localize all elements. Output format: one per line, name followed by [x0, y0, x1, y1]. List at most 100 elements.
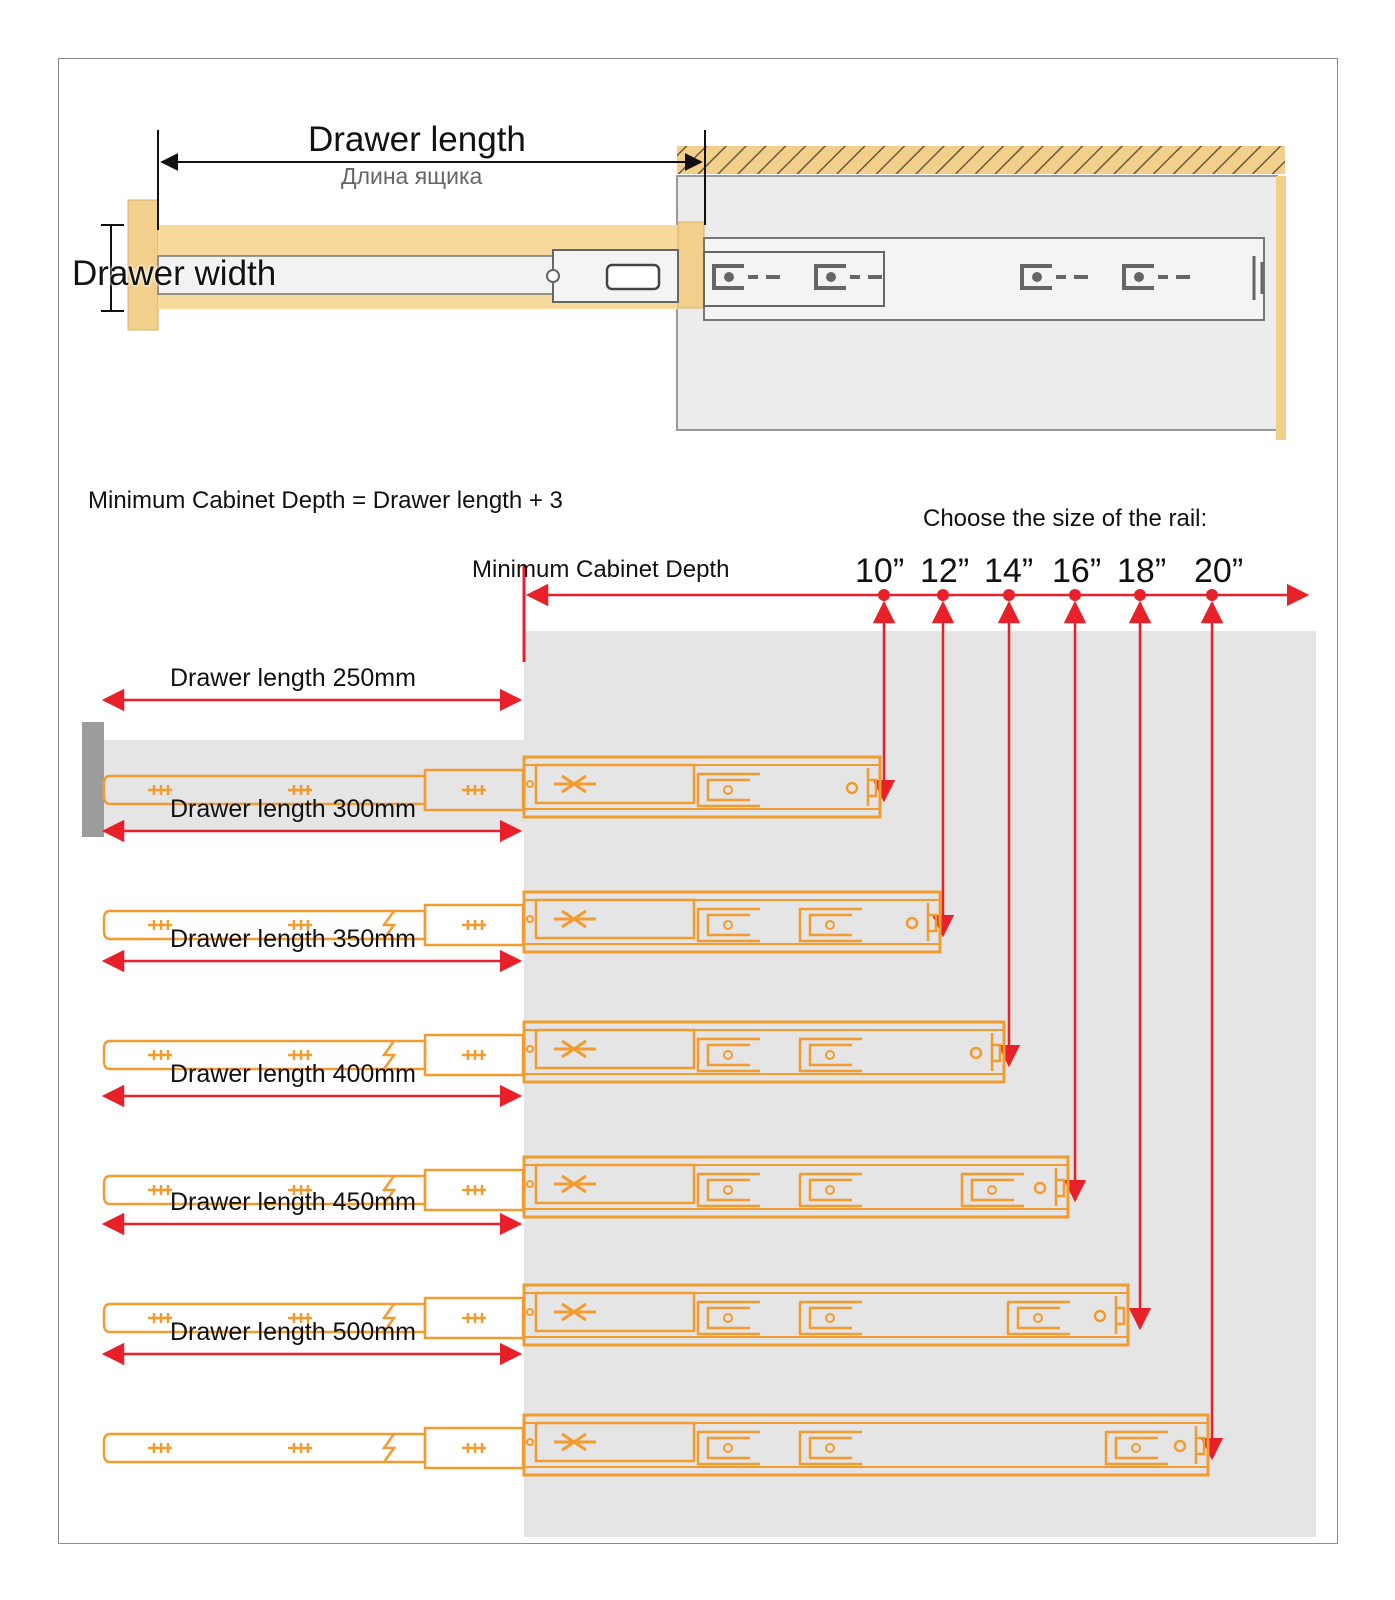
rail-mount-hole-circle: [1033, 1313, 1043, 1323]
rail-mount-hole: [696, 1300, 760, 1336]
rail-mount-holes: [712, 264, 1190, 290]
inner-rail: [102, 1302, 427, 1334]
drawer-length-label: Drawer length: [308, 120, 526, 159]
drawer-length-label: Drawer length 300mm: [170, 795, 416, 823]
rail-size-label: 18”: [1117, 552, 1167, 590]
rail-size-point-5: [1134, 589, 1146, 601]
outer-rail: [522, 1155, 1070, 1219]
rail-channel: [534, 1028, 696, 1070]
inner-rail-hole: [148, 1185, 172, 1195]
inner-rail-hole: [462, 1443, 486, 1453]
cabinet-depth-area: [524, 631, 1316, 1537]
break-mark: [381, 1175, 397, 1205]
drawer-row-6: [101, 1342, 1210, 1477]
min-cabinet-depth-label: Minimum Cabinet Depth: [472, 556, 730, 583]
drawer-front-panel: [82, 722, 104, 837]
rear-bracket-hole: [845, 781, 859, 795]
rail-mount-hole-circle: [723, 920, 733, 930]
rear-bracket-hole: [1033, 1181, 1047, 1195]
drawer-row-2: [101, 819, 942, 954]
rail-roller: [546, 269, 560, 283]
rail-mount-hole-circle: [825, 1313, 835, 1323]
rear-bracket: [990, 1033, 1002, 1071]
inner-rail-hole: [462, 1313, 486, 1323]
rail-channel: [534, 763, 696, 805]
rail-size-label: 14”: [984, 552, 1034, 590]
drawer-length-label: Drawer length 350mm: [170, 925, 416, 953]
outer-rail: [522, 1020, 1006, 1084]
rail-mount-hole-circle: [987, 1185, 997, 1195]
rail-size-label: 16”: [1052, 552, 1102, 590]
inner-rail-hole: [462, 1185, 486, 1195]
rail-mount-hole: [798, 1172, 862, 1208]
rail-lock-mark: [554, 1432, 596, 1452]
rail-channel: [534, 898, 696, 940]
outer-rail: [522, 890, 942, 954]
rear-bracket-hole: [1173, 1439, 1187, 1453]
rail-rivet: [526, 1308, 534, 1316]
inner-rail-hole: [288, 920, 312, 930]
rail-mount-hole-circle: [723, 1185, 733, 1195]
rail-size-point-3: [1003, 589, 1015, 601]
rail-channel: [534, 1291, 696, 1333]
break-mark: [381, 1040, 397, 1070]
rail-mount-hole: [696, 1037, 760, 1073]
rail-mount-hole-circle: [825, 1050, 835, 1060]
drawer-length-label-ru: Длина ящика: [341, 163, 483, 189]
choose-rail-size-label: Choose the size of the rail:: [923, 505, 1208, 532]
rail-channel: [534, 1163, 696, 1205]
rear-bracket: [1054, 1168, 1066, 1206]
rail-size-point-2: [937, 589, 949, 601]
cabinet-side-wood: [1276, 176, 1286, 440]
rail-slot: [605, 263, 661, 291]
inner-rail: [157, 255, 589, 295]
rear-bracket-hole: [969, 1046, 983, 1060]
rail-mount-hole: [798, 1430, 862, 1466]
top-illustration: [101, 130, 1286, 440]
inner-rail-hole: [148, 1443, 172, 1453]
drawer-rows: [101, 688, 1210, 1477]
break-mark: [381, 910, 397, 940]
inner-rail-hole: [148, 920, 172, 930]
rail-end-clip: [1252, 256, 1264, 300]
rail-mount-hole: [696, 772, 760, 808]
rear-bracket: [1114, 1296, 1126, 1334]
drawer-length-label: Drawer length 250mm: [170, 664, 416, 692]
rail-size-points: [878, 589, 1218, 601]
drawer-back-wood: [677, 221, 705, 309]
inner-rail-hole: [148, 785, 172, 795]
drawer-row-4: [101, 1084, 1070, 1219]
drawer-row-5: [101, 1212, 1130, 1347]
break-mark: [381, 1303, 397, 1333]
rail-mount-hole: [798, 1300, 862, 1336]
rail-mount-hole-circle: [723, 1050, 733, 1060]
rail-size-point-4: [1069, 589, 1081, 601]
rail-rivet: [526, 780, 534, 788]
rail-size-chart: [82, 565, 1316, 1537]
rail-size-point-6: [1206, 589, 1218, 601]
inner-rail-hole: [462, 1050, 486, 1060]
rail-lock-mark: [554, 1039, 596, 1059]
rail-mount-hole: [1006, 1300, 1070, 1336]
outer-rail: [522, 1413, 1210, 1477]
drawer-row-1: [101, 688, 882, 819]
rear-bracket: [866, 768, 878, 806]
diagram-frame: [58, 58, 1338, 1544]
rail-mount-hole: [960, 1172, 1024, 1208]
rail-rivet: [526, 1045, 534, 1053]
rear-bracket-hole: [1093, 1309, 1107, 1323]
break-mark: [381, 1433, 397, 1463]
cabinet-hatch-top: [677, 146, 1285, 174]
inner-rail: [102, 774, 427, 806]
rail-size-point-1: [878, 589, 890, 601]
drawer-length-label: Drawer length 450mm: [170, 1188, 416, 1216]
inner-rail: [102, 1039, 427, 1071]
drawer-length-label: Drawer length 400mm: [170, 1060, 416, 1088]
rail-mount-hole-circle: [825, 1185, 835, 1195]
inner-rail-hole: [148, 1050, 172, 1060]
rail-size-label: 20”: [1194, 552, 1244, 590]
outer-rail-channel: [703, 251, 885, 307]
outer-rail: [522, 755, 882, 819]
inner-rail-hole: [288, 1313, 312, 1323]
